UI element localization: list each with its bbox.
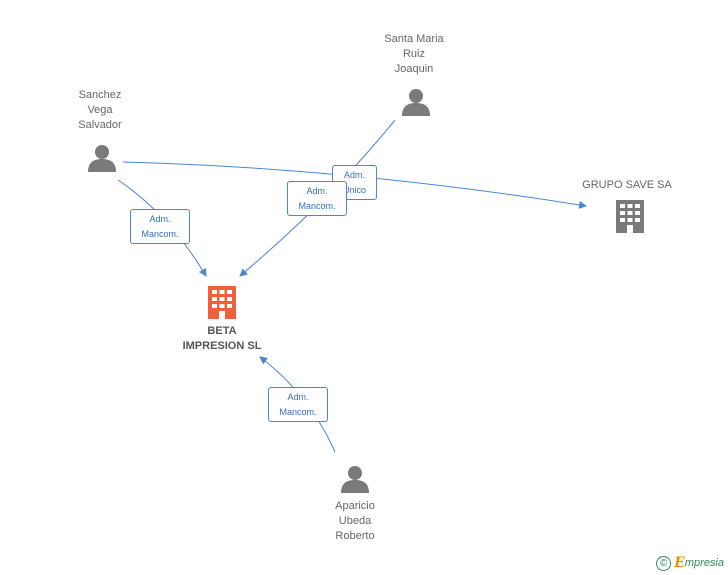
edge-label-line: Mancom. <box>279 407 317 417</box>
edge-label-aparicio-beta[interactable]: Adm. Mancom. <box>268 387 328 422</box>
node-label-aparicio-ubeda[interactable]: Aparicio Ubeda Roberto <box>305 499 405 544</box>
person-icon <box>88 145 116 172</box>
node-label-line: Sanchez <box>78 89 122 101</box>
building-icon <box>616 200 644 233</box>
node-label-sanchez-vega[interactable]: Sanchez Vega Salvador <box>50 88 150 133</box>
edge-label-line: Adm. <box>306 186 328 196</box>
edge-label-santa-beta[interactable]: Adm. Mancom. <box>287 181 347 216</box>
edge-label-line: Mancom. <box>141 229 179 239</box>
node-label-line: Aparicio <box>335 500 375 512</box>
node-label-line: BETA <box>207 325 237 337</box>
edge-label-line: Adm. <box>343 170 365 180</box>
edge-label-line: Adm. <box>287 392 309 402</box>
edge-label-line: Adm. <box>149 214 171 224</box>
node-label-line: Santa Maria <box>384 33 444 45</box>
node-label-line: Ruiz <box>402 48 425 60</box>
node-label-line: Roberto <box>335 530 375 542</box>
node-label-line: IMPRESION SL <box>182 340 262 352</box>
edge-label-sanchez-beta[interactable]: Adm. Mancom. <box>130 209 190 244</box>
empresia-brand[interactable]: ©Empresia <box>656 555 724 571</box>
edge-label-sanchez-grupo[interactable]: Adm. Unico <box>332 165 377 200</box>
edge-label-line: Mancom. <box>298 201 336 211</box>
node-label-line: Salvador <box>78 119 122 131</box>
copyright-icon: © <box>656 555 672 571</box>
node-label-line: Joaquin <box>394 63 434 75</box>
node-label-beta-impresion[interactable]: BETA IMPRESION SL <box>162 324 282 354</box>
building-icon <box>208 286 236 319</box>
node-label-line: GRUPO SAVE SA <box>582 179 672 191</box>
node-label-santa-maria[interactable]: Santa Maria Ruiz Joaquin <box>364 32 464 77</box>
node-label-line: Ubeda <box>338 515 372 527</box>
person-icon <box>341 466 369 493</box>
node-label-grupo-save[interactable]: GRUPO SAVE SA <box>572 178 682 193</box>
node-label-line: Vega <box>87 104 113 116</box>
empresia-logo-icon: E <box>674 555 685 571</box>
edge-label-line: Unico <box>342 185 366 195</box>
person-icon <box>402 89 430 116</box>
brand-wordmark: mpresia <box>684 557 724 569</box>
